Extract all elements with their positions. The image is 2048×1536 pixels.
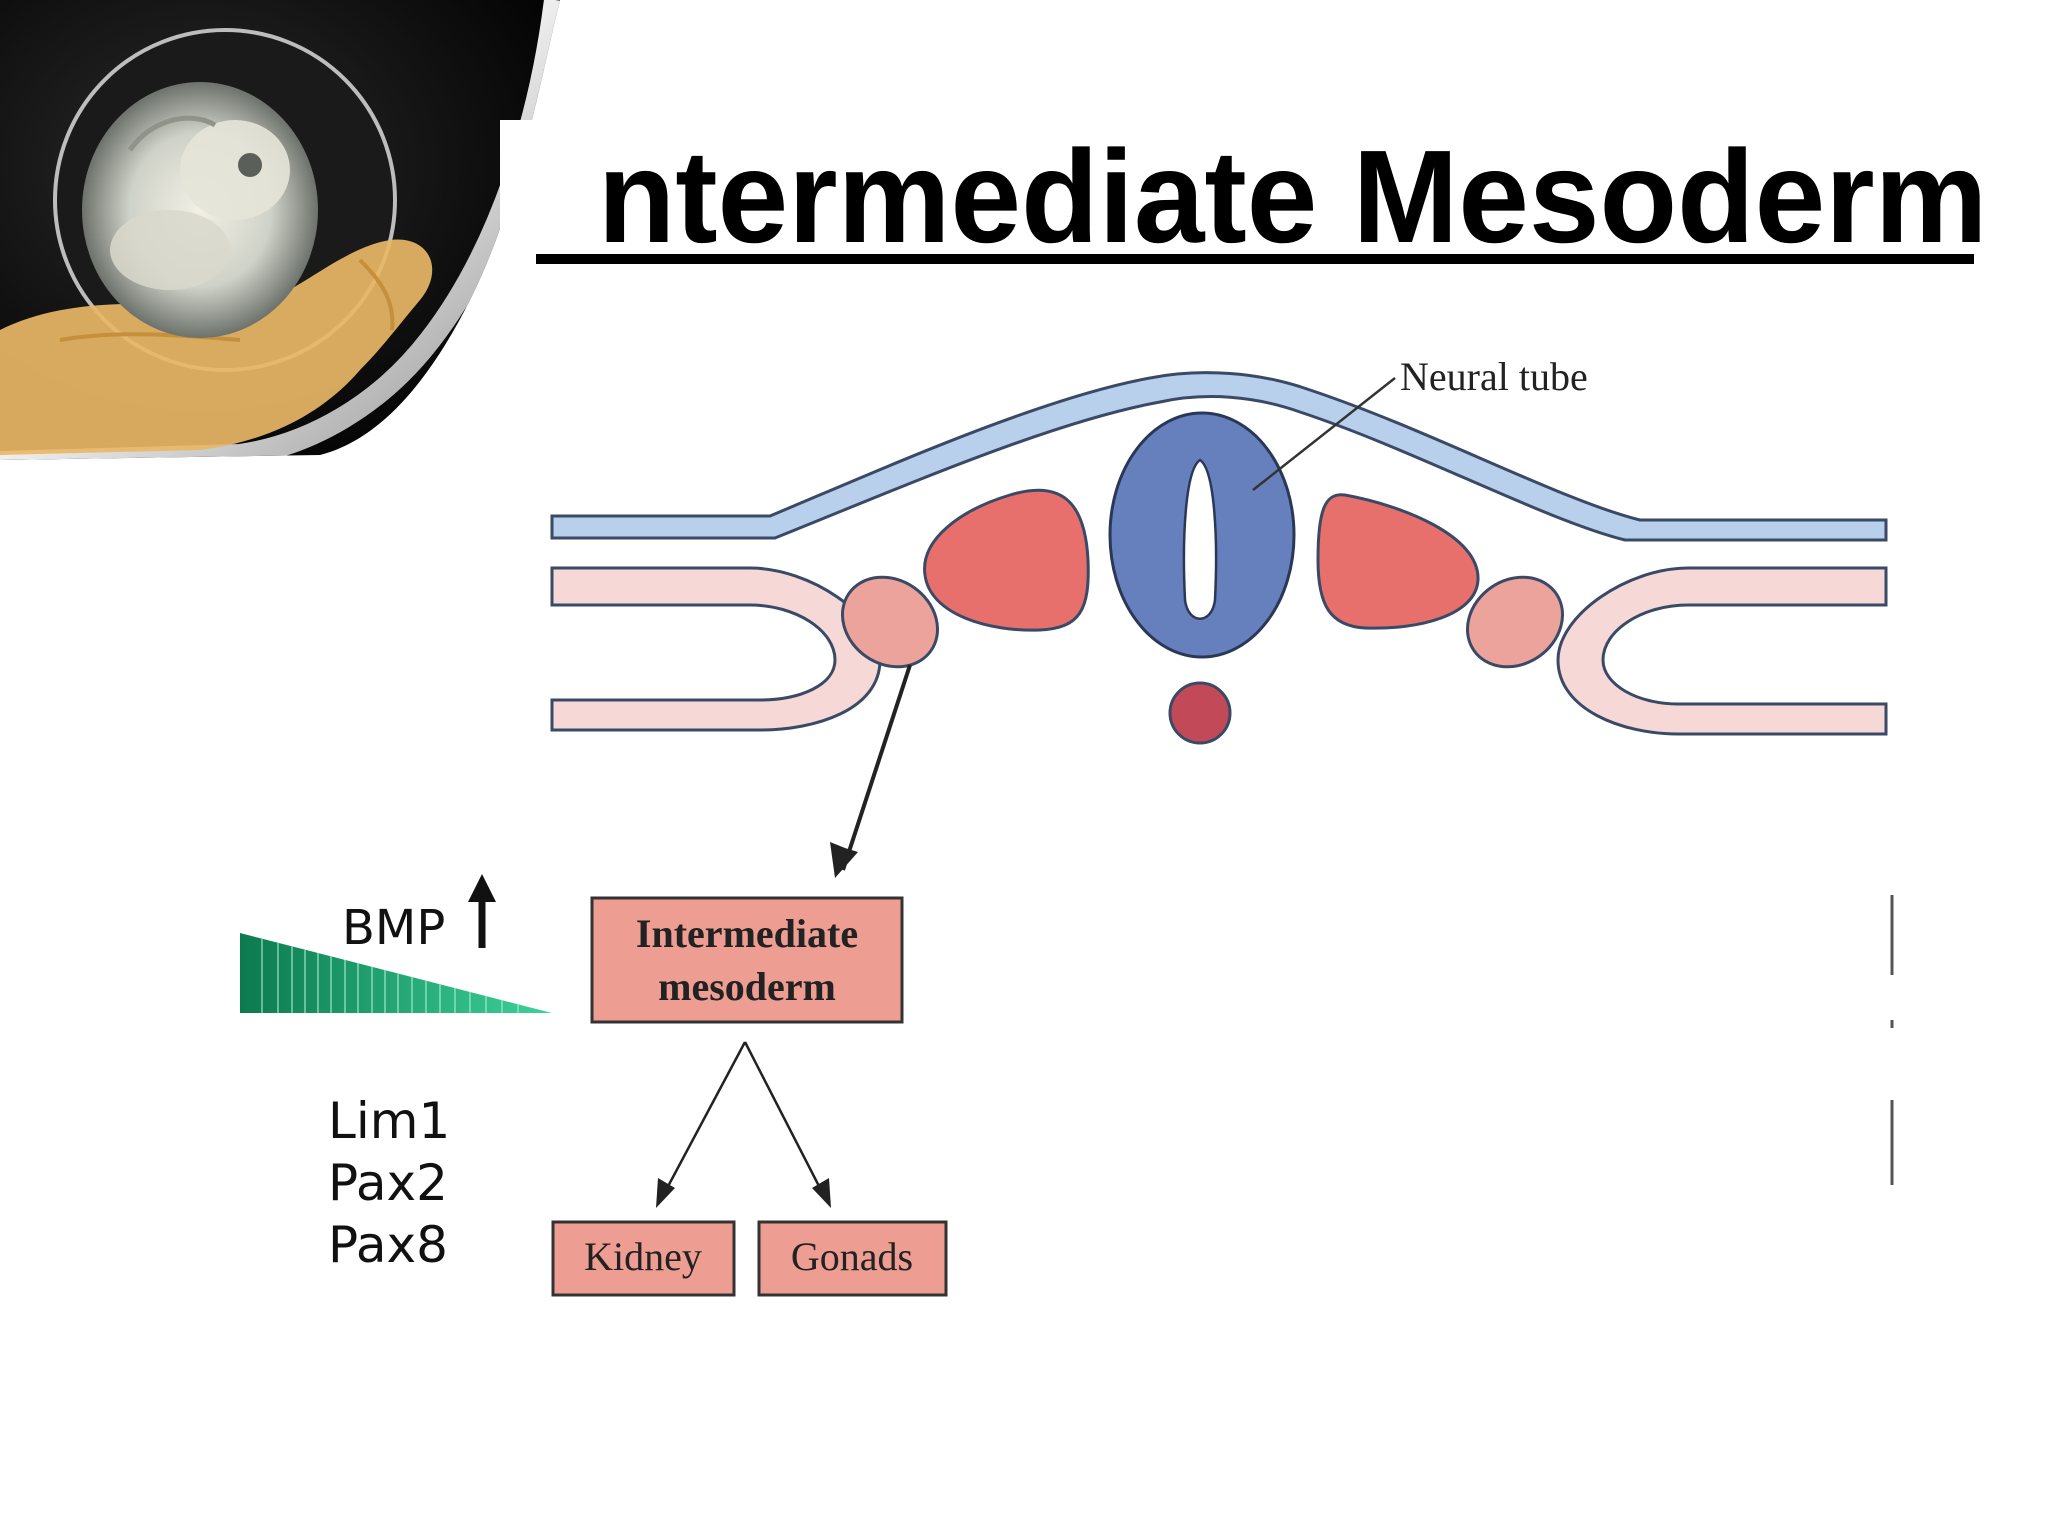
mesoderm-arrowhead <box>830 842 858 878</box>
neural-tube-leader <box>1252 377 1396 491</box>
bmp-gradient-stripes <box>261 939 519 1013</box>
embryo-logo <box>0 0 560 460</box>
box-intermediate-line2: mesoderm <box>658 964 836 1009</box>
somite-left <box>923 488 1090 632</box>
intermediate-mesoderm-left <box>840 575 940 669</box>
surface-ectoderm <box>550 371 1888 542</box>
neural-tube-label: Neural tube <box>1400 354 1588 399</box>
lateral-plate-left <box>550 566 882 732</box>
intermediate-mesoderm-right <box>1465 575 1565 669</box>
intermediate-mesoderm-box: Intermediate mesoderm <box>590 896 904 1024</box>
neural-canal <box>1182 458 1218 620</box>
kidney-label: Kidney <box>584 1234 702 1279</box>
kidney-arrowhead <box>656 1178 675 1208</box>
title-text: Intermediate Mesoderm <box>563 123 1988 270</box>
branch-arrows <box>656 1041 831 1208</box>
slide-title: Intermediate Mesoderm <box>500 120 1988 270</box>
gene-list: Lim1 Pax2 Pax8 <box>328 1092 450 1274</box>
mesoderm-to-box-arrow <box>841 664 912 871</box>
title-underline <box>536 254 1974 264</box>
embryo-cross-section: Neural tube <box>550 354 1888 878</box>
lateral-plate-right <box>1556 566 1888 736</box>
box-intermediate-line1: Intermediate <box>636 911 858 956</box>
gonads-box: Gonads <box>757 1220 948 1297</box>
gonads-arrowhead <box>812 1178 831 1208</box>
notochord <box>1168 681 1232 745</box>
kidney-box: Kidney <box>551 1220 736 1297</box>
bmp-label: BMP <box>342 900 445 956</box>
title-clipped-corner <box>500 120 598 250</box>
bmp-gradient-group: BMP <box>240 874 552 1013</box>
gene-pax2: Pax2 <box>328 1154 448 1212</box>
gene-pax8: Pax8 <box>328 1216 448 1274</box>
somite-right <box>1316 493 1480 630</box>
gonads-label: Gonads <box>791 1234 913 1279</box>
gene-lim1: Lim1 <box>328 1092 450 1150</box>
bmp-up-arrow-icon <box>468 874 496 948</box>
